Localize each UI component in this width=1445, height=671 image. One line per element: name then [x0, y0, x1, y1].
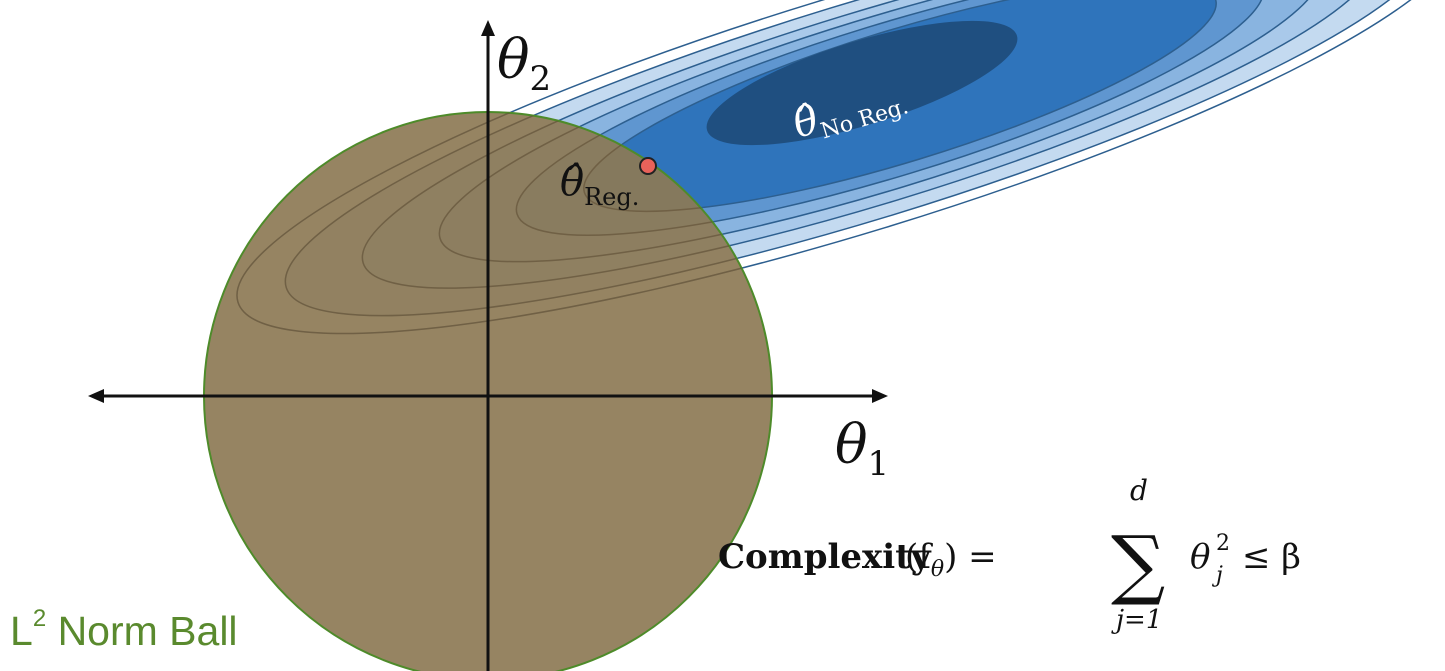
formula-term-sub: j — [1211, 563, 1223, 588]
formula-args: (fθ) = — [905, 537, 997, 582]
formula-term-sup: 2 — [1216, 531, 1230, 556]
theta1-label: θ1 — [835, 413, 889, 484]
theta1-axis-right-arrowhead — [872, 389, 888, 403]
contour-line-through-ball-4 — [438, 112, 772, 263]
theta1-axis-left-arrowhead — [88, 389, 104, 403]
l2-norm-ball-caption: L2 Norm Ball — [10, 605, 238, 654]
contour-line-through-ball-1 — [236, 112, 772, 335]
formula-term: θ — [1190, 537, 1210, 577]
formula-sum-symbol: ∑ — [1111, 519, 1165, 608]
contour-line-through-ball-2 — [284, 112, 772, 317]
formula-sum-lower: j=1 — [1111, 605, 1162, 635]
axes — [88, 20, 888, 671]
regularized-optimum-point — [639, 157, 657, 175]
contour-level-7 — [706, 20, 1018, 146]
complexity-formula: Complexity (fθ) = d ∑ j=1 θ 2 j ≤ β — [718, 474, 1301, 635]
formula-sum-upper: d — [1130, 474, 1148, 507]
theta2-axis-arrowhead — [481, 20, 495, 36]
formula-constraint: ≤ β — [1242, 537, 1301, 577]
contour-line-through-ball-3 — [361, 112, 772, 289]
formula-complexity-word: Complexity — [718, 537, 932, 577]
contour-line-through-ball-6 — [583, 112, 772, 213]
contour-line-through-ball-5 — [515, 112, 772, 236]
reg-optimum-label: θ̂Reg. — [560, 159, 639, 211]
theta2-label: θ2 — [497, 28, 551, 99]
